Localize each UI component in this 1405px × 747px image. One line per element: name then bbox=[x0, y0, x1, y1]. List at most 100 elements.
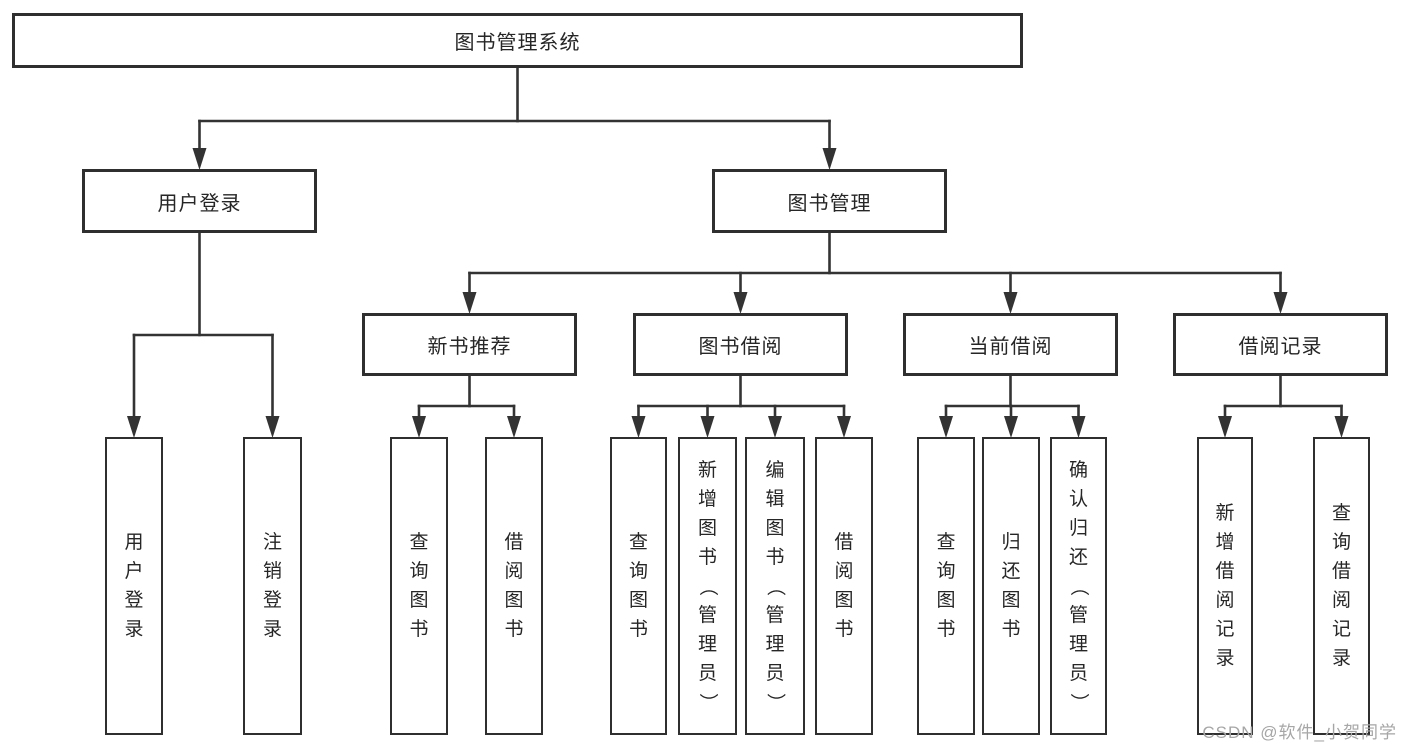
node-label-char: （ bbox=[764, 576, 786, 596]
arrowhead bbox=[1218, 416, 1232, 438]
node-label-char: 录 bbox=[1215, 648, 1235, 669]
arrowhead bbox=[1273, 292, 1288, 314]
node-label-char: 查 bbox=[1331, 503, 1351, 524]
node-query-books-2: 查询图书 bbox=[610, 437, 667, 735]
node-label-char: 理 bbox=[1068, 633, 1088, 655]
node-label-char: 书 bbox=[504, 619, 524, 640]
arrowhead bbox=[1334, 416, 1349, 438]
node-label-char: 图 bbox=[628, 590, 648, 611]
node-label-char: 查 bbox=[409, 532, 429, 553]
node-label-char: 借 bbox=[504, 532, 524, 553]
arrowhead bbox=[507, 416, 521, 438]
node-label-char: 书 bbox=[697, 546, 717, 568]
arrowhead bbox=[1071, 416, 1086, 438]
node-label-char: 登 bbox=[262, 590, 282, 611]
node-label-char: 录 bbox=[1331, 648, 1351, 669]
node-query-books-1: 查询图书 bbox=[390, 437, 448, 735]
node-label-char: 阅 bbox=[1331, 590, 1351, 611]
node-book-mgmt: 图书管理 bbox=[712, 169, 947, 233]
node-label-char: 理 bbox=[697, 633, 717, 655]
node-label-char: ） bbox=[697, 692, 718, 712]
node-label-char: 注 bbox=[262, 532, 282, 553]
node-add-borrow-record: 新增借阅记录 bbox=[1197, 437, 1253, 735]
node-book-borrow: 图书借阅 bbox=[633, 313, 848, 376]
node-label-char: 书 bbox=[409, 619, 429, 640]
node-label-char: 记 bbox=[1331, 619, 1351, 640]
node-user-login: 用户登录 bbox=[105, 437, 163, 735]
node-edit-books: 编辑图书（管理员） bbox=[745, 437, 805, 735]
node-current-borrow: 当前借阅 bbox=[903, 313, 1118, 376]
arrowhead bbox=[733, 292, 748, 314]
node-label: 借阅记录 bbox=[1238, 336, 1323, 358]
node-user-login-group: 用户登录 bbox=[82, 169, 317, 233]
node-label-char: 询 bbox=[409, 561, 429, 582]
node-label-char: 书 bbox=[1001, 619, 1021, 640]
node-label-char: 阅 bbox=[834, 561, 854, 582]
node-label-char: 图 bbox=[504, 590, 524, 611]
node-label-char: 户 bbox=[124, 561, 144, 582]
node-label-char: 新 bbox=[697, 459, 717, 481]
arrowhead bbox=[768, 416, 782, 438]
node-return-books: 归还图书 bbox=[982, 437, 1040, 735]
node-label-char: 查 bbox=[628, 532, 648, 553]
node-label-char: 查 bbox=[936, 532, 956, 553]
node-label: 新书推荐 bbox=[427, 336, 512, 358]
node-label: 当前借阅 bbox=[968, 336, 1053, 358]
node-label-char: 归 bbox=[1001, 532, 1021, 553]
node-label-char: 阅 bbox=[504, 561, 524, 582]
node-label-char: 书 bbox=[936, 619, 956, 640]
node-label-char: 书 bbox=[628, 619, 648, 640]
node-query-borrow-record: 查询借阅记录 bbox=[1313, 437, 1370, 735]
node-label-char: 书 bbox=[834, 619, 854, 640]
node-label-char: 询 bbox=[1331, 532, 1351, 553]
node-label-char: 登 bbox=[124, 590, 144, 611]
node-label-char: 认 bbox=[1068, 488, 1088, 510]
node-label-char: 图 bbox=[834, 590, 854, 611]
node-label-char: 销 bbox=[262, 561, 282, 582]
node-label-char: 询 bbox=[936, 561, 956, 582]
node-label-char: 增 bbox=[1215, 532, 1235, 553]
arrowhead bbox=[1003, 292, 1018, 314]
node-label-char: 记 bbox=[1215, 619, 1235, 640]
node-borrow-books-1: 借阅图书 bbox=[485, 437, 543, 735]
node-label-char: 图 bbox=[697, 517, 717, 539]
node-label-char: 图 bbox=[765, 517, 785, 539]
node-label-char: 图 bbox=[936, 590, 956, 611]
node-label-char: 录 bbox=[262, 619, 282, 640]
node-label-char: 图 bbox=[1001, 590, 1021, 611]
arrowhead bbox=[631, 416, 646, 438]
node-label-char: 借 bbox=[834, 532, 854, 553]
node-label-char: 增 bbox=[697, 488, 717, 510]
arrowhead bbox=[462, 292, 477, 314]
node-label-char: 询 bbox=[628, 561, 648, 582]
node-label-char: 员 bbox=[765, 662, 785, 684]
arrowhead bbox=[127, 416, 141, 438]
node-label-char: 辑 bbox=[765, 488, 785, 510]
node-label-char: （ bbox=[697, 576, 718, 596]
node-label-char: ） bbox=[1068, 692, 1089, 712]
node-label: 图书管理 bbox=[787, 192, 872, 215]
node-label-char: 录 bbox=[124, 619, 144, 640]
node-label-char: 借 bbox=[1331, 561, 1351, 582]
arrowhead bbox=[700, 416, 715, 438]
arrowhead bbox=[192, 148, 207, 170]
node-borrow-books-2: 借阅图书 bbox=[815, 437, 873, 735]
node-label-char: 理 bbox=[765, 633, 785, 655]
node-label-char: 图 bbox=[409, 590, 429, 611]
watermark-text: CSDN @软件_小贺同学 bbox=[1202, 723, 1397, 742]
arrowhead bbox=[265, 416, 280, 438]
node-label-char: 新 bbox=[1215, 503, 1235, 524]
arrowhead bbox=[1004, 416, 1018, 438]
node-label-char: （ bbox=[1068, 576, 1089, 596]
node-label-char: 管 bbox=[1068, 604, 1088, 626]
node-label-char: 管 bbox=[765, 604, 785, 626]
node-add-books: 新增图书（管理员） bbox=[678, 437, 737, 735]
node-label-char: 还 bbox=[1001, 561, 1021, 582]
arrowhead bbox=[822, 148, 837, 170]
node-label-char: ） bbox=[764, 692, 786, 712]
node-label-char: 管 bbox=[697, 604, 717, 626]
arrowhead bbox=[939, 416, 953, 438]
node-confirm-return: 确认归还（管理员） bbox=[1050, 437, 1107, 735]
node-label-char: 确 bbox=[1068, 459, 1088, 481]
